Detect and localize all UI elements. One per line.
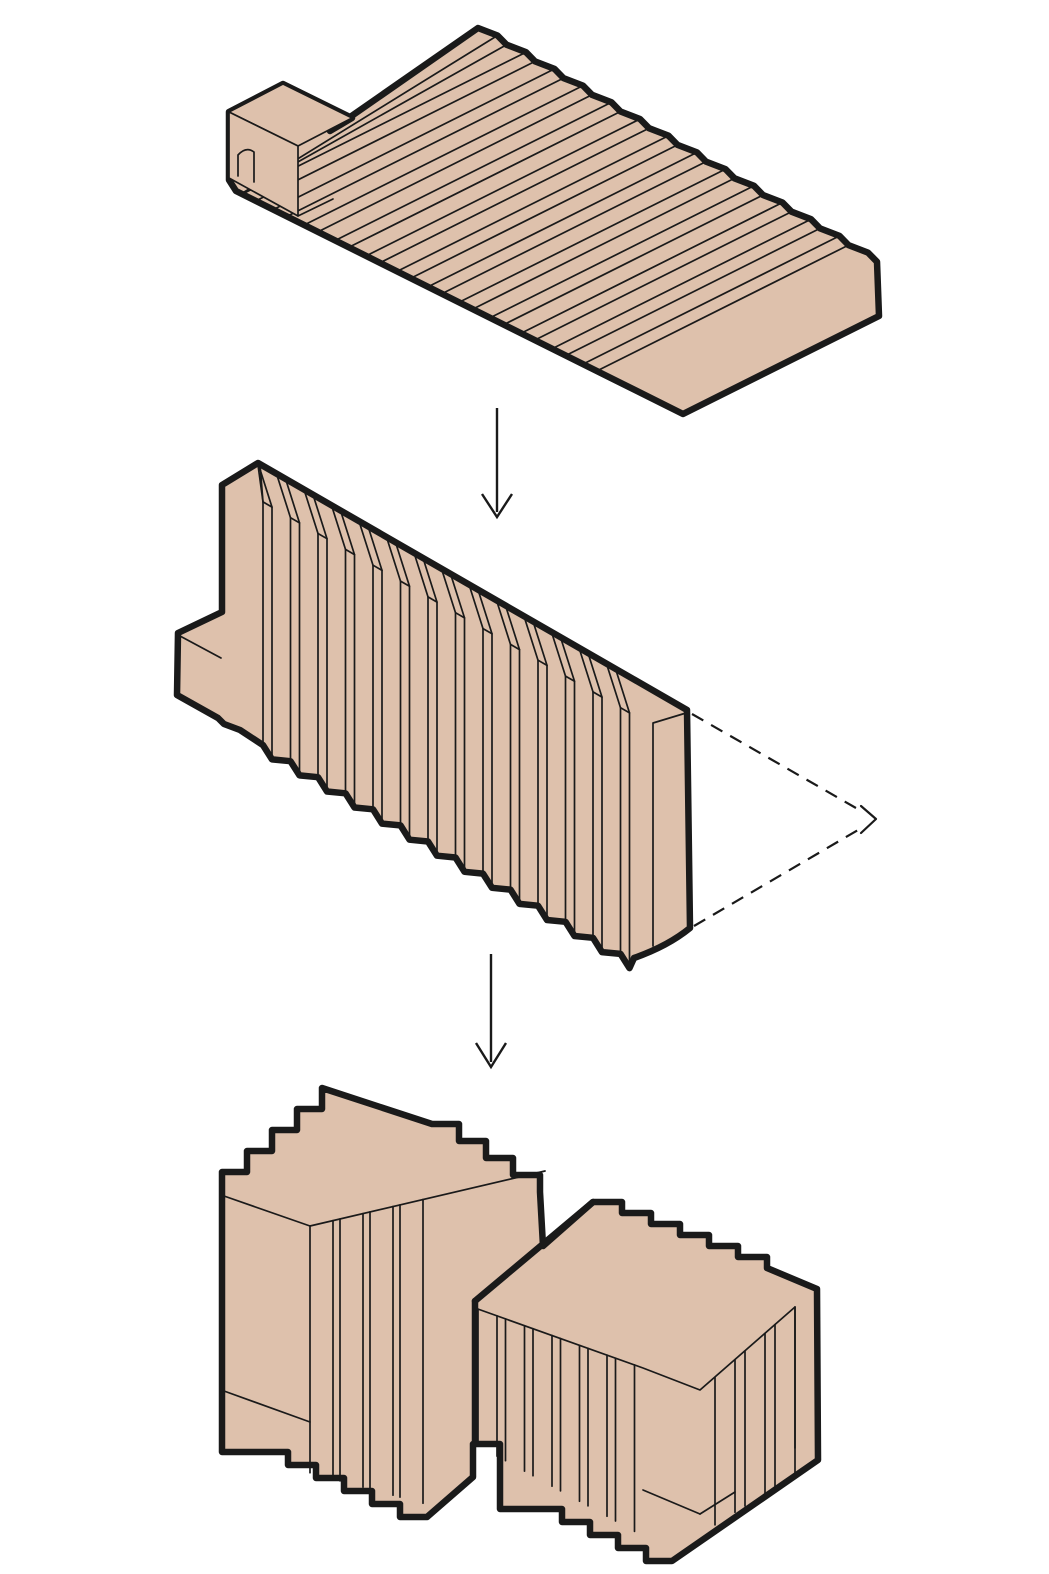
down-arrow-icon: [480, 408, 514, 520]
fold-ridge-line: [272, 68, 556, 211]
top-face-edge: [474, 1306, 796, 1391]
fold-crease: [427, 596, 438, 603]
fold-valley-line: [409, 144, 679, 280]
base-wedge-edge: [223, 1390, 311, 1423]
fold-ridge-line: [520, 201, 784, 335]
fold-ridge-line: [551, 218, 812, 350]
fold-direction-dashed-line: [693, 829, 859, 927]
fold-crease: [344, 548, 356, 556]
base-wedge-edge: [642, 1489, 701, 1515]
fold-crease: [399, 580, 411, 588]
arrow-head: [474, 1042, 508, 1070]
fold-direction-dashed-line: [691, 713, 857, 809]
fold-crease: [372, 564, 383, 572]
fold-crease: [317, 532, 328, 540]
fold-valley-line: [564, 227, 821, 357]
fold-ridge-line: [582, 235, 841, 365]
arrow-head: [480, 493, 514, 520]
end-cap-edge: [652, 712, 687, 947]
arch-opening: [237, 148, 255, 183]
stage-3-folded-stepped-towers: [218, 1084, 822, 1565]
slab-silhouette: [173, 459, 694, 972]
end-box-base-edge: [297, 198, 334, 217]
fold-valley-line: [471, 177, 736, 310]
fold-ridge-line: [303, 84, 584, 226]
fold-ridge-line: [427, 151, 698, 288]
base-wedge-edge: [699, 1491, 736, 1515]
fold-valley-line: [502, 194, 764, 326]
fold-valley-line: [533, 210, 793, 341]
fold-crease: [509, 643, 521, 651]
fold-ridge-line: [365, 118, 641, 257]
fold-crease: [592, 691, 603, 698]
fold-ridge-line: [489, 184, 755, 319]
fold-valley-line: [595, 244, 850, 372]
fold-valley-line: [440, 160, 707, 295]
slab-silhouette: [225, 24, 883, 418]
stage-1-corrugated-slab-flat: [225, 24, 883, 418]
down-arrow-icon: [474, 954, 508, 1070]
fold-valley-line: [317, 93, 593, 233]
end-shoulder-edge: [257, 464, 264, 503]
fold-crease: [482, 627, 493, 635]
fold-valley-line: [286, 77, 565, 218]
fold-ridge-line: [396, 134, 670, 273]
fold-direction-chevron: [859, 804, 878, 835]
fold-crease: [537, 659, 548, 667]
fold-crease: [619, 706, 631, 714]
fold-valley-line: [255, 60, 536, 202]
right-tower-ridge: [471, 1198, 597, 1305]
fold-valley-line: [379, 127, 650, 264]
fold-ridge-line: [334, 101, 613, 242]
stage-2-corrugated-slab-raised: [173, 459, 878, 972]
fold-crease: [289, 516, 301, 524]
fold-crease: [564, 675, 576, 683]
fold-crease: [262, 501, 273, 508]
side-box-edge: [179, 635, 222, 659]
fold-ridge-line: [458, 168, 727, 304]
fold-valley-line: [348, 110, 622, 249]
fold-crease: [454, 611, 466, 619]
